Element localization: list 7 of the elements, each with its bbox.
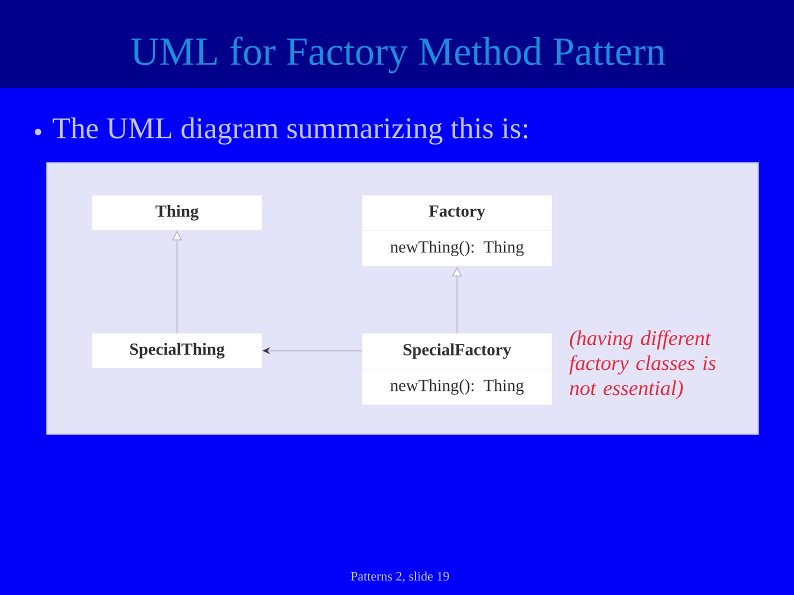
slide-title: UML for Factory Method Pattern [131,36,666,74]
class-box: SpecialThing [92,333,262,368]
class-box: SpecialFactory newThing(): Thing [362,333,552,406]
class-box: Factory newThing(): Thing [362,195,552,267]
bullet-text: The UML diagram summarizing this is: [52,117,528,145]
footer-text: Patterns 2, slide 19 [350,572,449,583]
class-box: Thing [92,195,262,230]
